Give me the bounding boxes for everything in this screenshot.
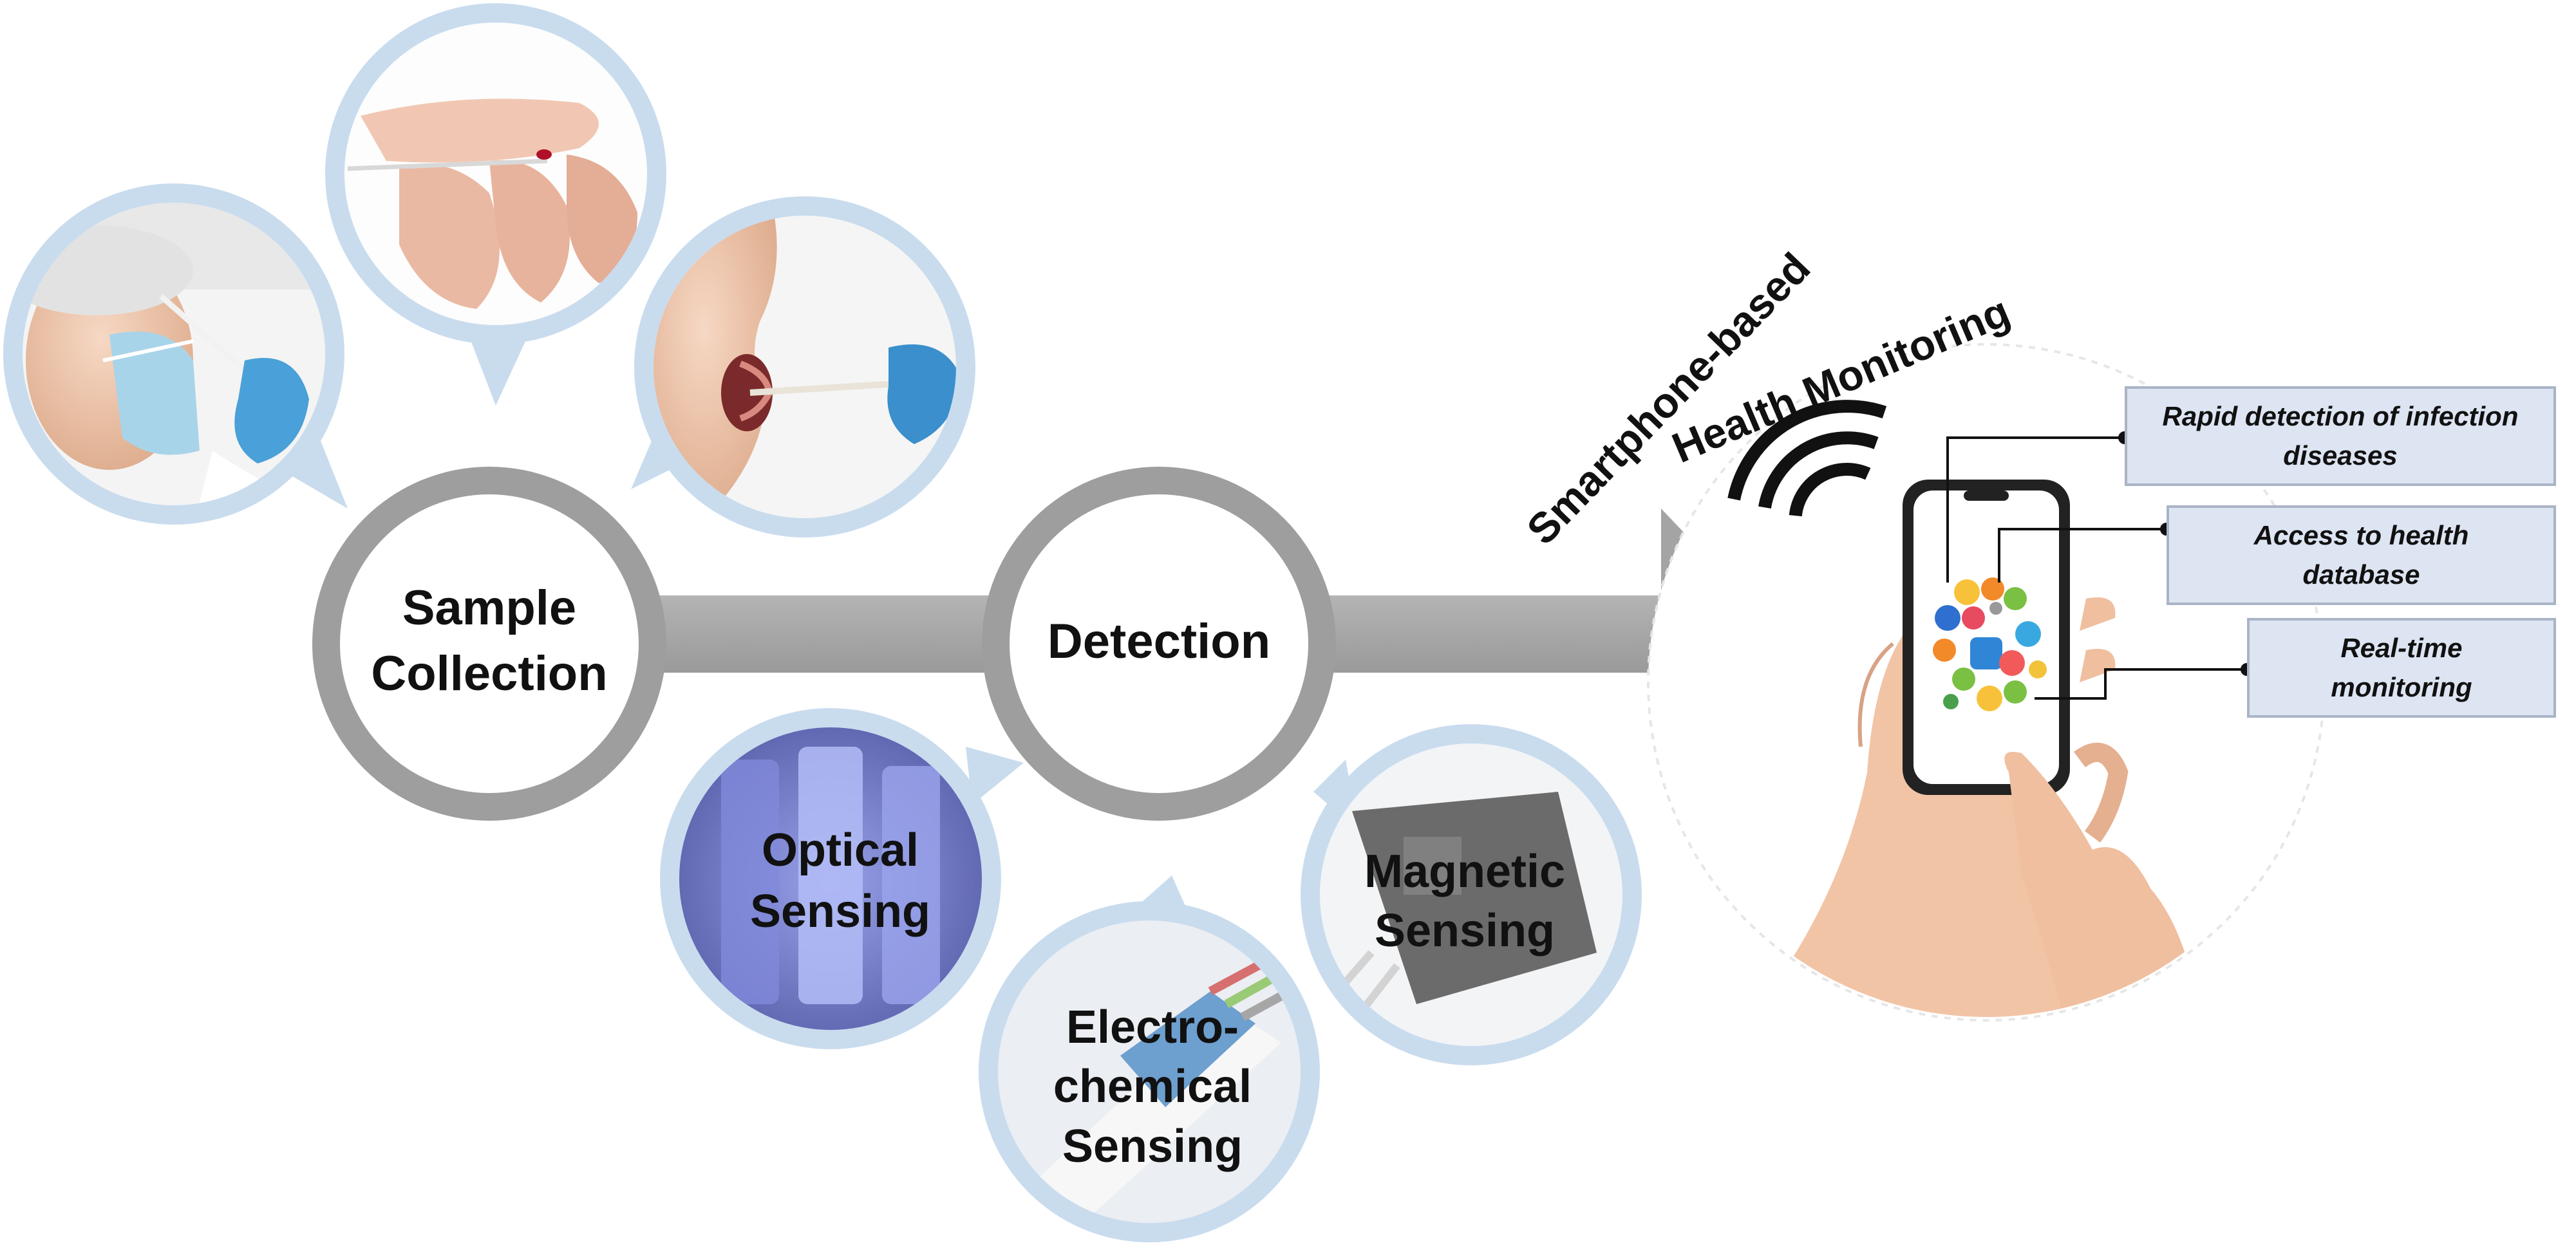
electrochemical-label-line2: chemical	[1053, 1061, 1252, 1112]
magnetic-sensing-bubble: Magnetic Sensing	[1301, 724, 1642, 1065]
finger-prick-bubble	[325, 3, 666, 406]
smartphone-monitoring-panel: Smartphone-based Health Monitoring	[1518, 243, 2326, 1022]
optical-label-line2: Sensing	[750, 886, 930, 937]
optical-label-line1: Optical	[762, 825, 919, 876]
feature-rapid-detection-line1: Rapid detection of infection	[2162, 400, 2519, 431]
left-hand	[1751, 628, 2080, 1017]
wifi-signal-icon	[1727, 400, 1887, 517]
mouth-swab-bubble	[631, 196, 975, 537]
nasal-swab-bubble	[3, 183, 348, 525]
feature-realtime-monitoring-line1: Real-time	[2340, 632, 2463, 663]
detection-node: Detection	[982, 467, 1336, 821]
feature-box-realtime-monitoring: Real-time monitoring	[2247, 618, 2556, 718]
electrochemical-label-line1: Electro-	[1066, 1002, 1239, 1053]
feature-box-health-database: Access to health database	[2167, 505, 2556, 605]
feature-health-database-line2: database	[2302, 559, 2420, 590]
feature-box-rapid-detection: Rapid detection of infection diseases	[2125, 386, 2556, 486]
feature-health-database-line1: Access to health	[2253, 519, 2469, 550]
sample-collection-node: Sample Collection	[312, 467, 666, 821]
magnetic-label-line2: Sensing	[1375, 905, 1555, 957]
feature-realtime-monitoring-line2: monitoring	[2331, 671, 2472, 702]
electrochemical-label-line3: Sensing	[1062, 1121, 1243, 1172]
sample-collection-label-line1: Sample	[402, 581, 576, 635]
detection-label: Detection	[1048, 614, 1270, 669]
app-icon-cluster	[1933, 577, 2047, 711]
optical-sensing-bubble: Optical Sensing	[660, 708, 1024, 1049]
magnetic-label-line1: Magnetic	[1364, 846, 1565, 897]
electrochemical-sensing-bubble: Electro- chemical Sensing	[979, 875, 1320, 1242]
sample-collection-label-line2: Collection	[371, 646, 607, 701]
feature-rapid-detection-line2: diseases	[2283, 440, 2398, 471]
